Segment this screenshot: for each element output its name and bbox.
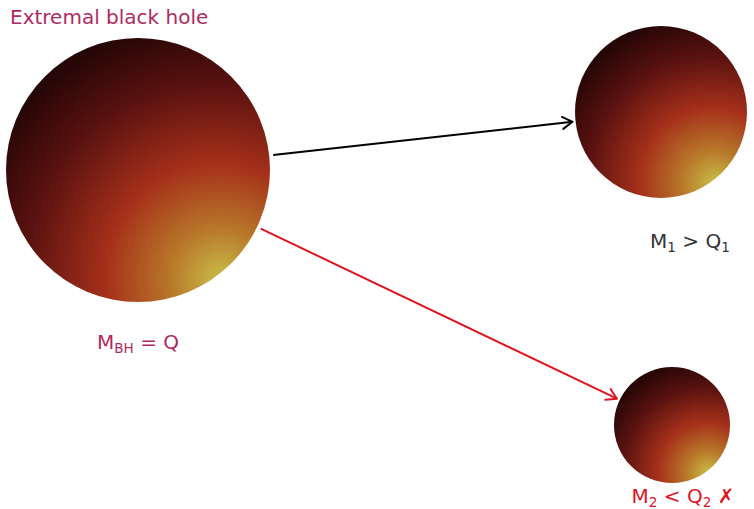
black-hole-sphere: Extremal black holeMBH = Q xyxy=(6,38,270,302)
black-hole-sphere: M1 > Q1 xyxy=(575,26,747,198)
mass-charge-label: MBH = Q xyxy=(97,330,179,354)
heading-label: Extremal black hole xyxy=(10,5,208,29)
mass-charge-label: M1 > Q1 xyxy=(650,229,730,253)
sphere-shape xyxy=(6,38,270,302)
black-hole-sphere: M2 < Q2 ✗ xyxy=(614,367,730,483)
sphere-shape xyxy=(614,367,730,483)
mass-charge-label: M2 < Q2 ✗ xyxy=(632,484,735,508)
decay-arrow xyxy=(261,229,617,399)
sphere-shape xyxy=(575,26,747,198)
decay-arrow xyxy=(273,122,572,155)
